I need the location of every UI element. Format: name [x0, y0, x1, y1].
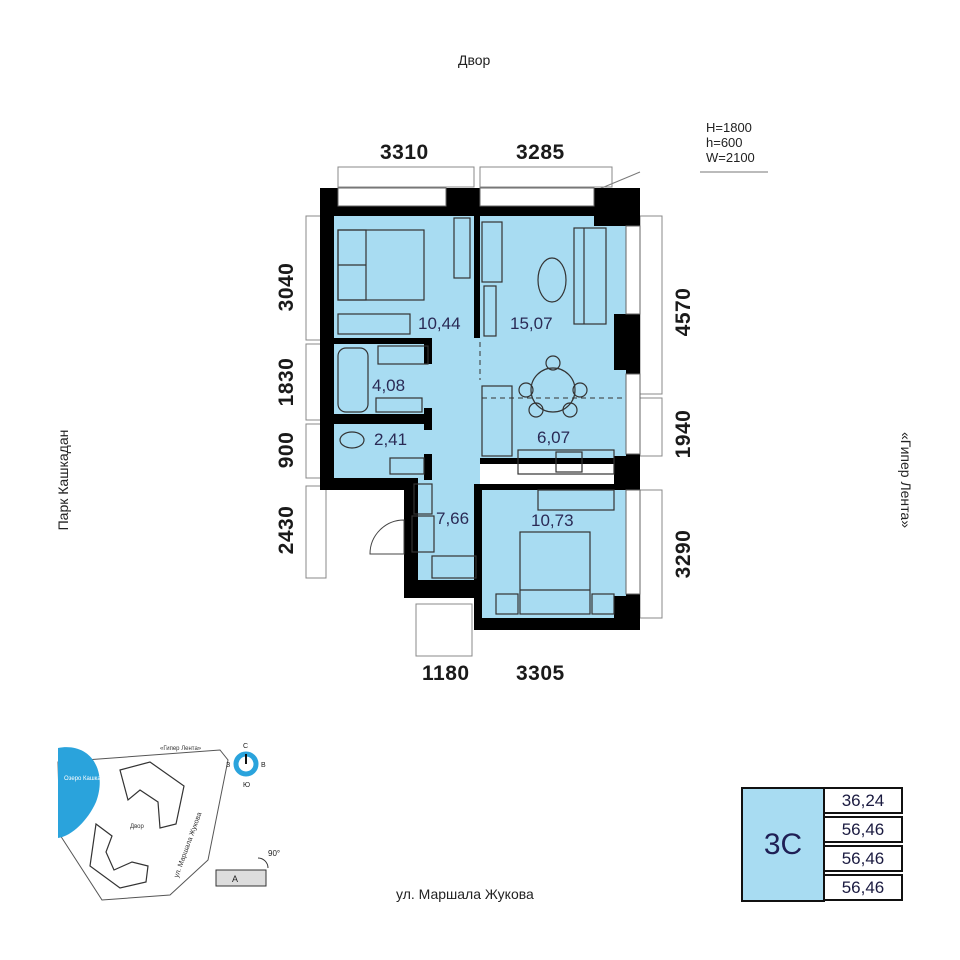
- hall-fill: [416, 480, 480, 580]
- site-angle: 90°: [268, 849, 280, 858]
- site-building: А: [232, 874, 238, 884]
- dim-bottom-left: 1180: [422, 662, 470, 685]
- compass-s: Ю: [243, 782, 250, 789]
- window-width: W=2100: [706, 150, 755, 165]
- label-street: ул. Маршала Жукова: [396, 886, 534, 902]
- dim-right-1: 4570: [672, 287, 695, 337]
- compass-e: В: [261, 762, 266, 769]
- bedroom-1-fill: [334, 214, 474, 344]
- wc-fill: [334, 424, 430, 480]
- dim-left-3: 900: [275, 431, 298, 469]
- site-plan: Озеро Кашкадан «Гипер Лента» Двор ул. Ма…: [57, 743, 280, 901]
- lake-shape: [58, 747, 100, 838]
- living-fill: [480, 214, 626, 342]
- window-spec: H=1800 h=600 W=2100: [706, 120, 755, 165]
- area-hall: 7,66: [436, 509, 469, 528]
- site-lake: Озеро Кашкадан: [64, 776, 111, 782]
- area-bathroom: 4,08: [372, 376, 405, 395]
- dim-left-4: 2430: [275, 505, 298, 555]
- apartment-type: 3С: [741, 787, 825, 902]
- area-living: 15,07: [510, 314, 553, 333]
- site-yard: Двор: [130, 824, 145, 830]
- area-kitchen: 6,07: [537, 428, 570, 447]
- compass-n: С: [243, 743, 248, 750]
- area-living-total: 36,24: [823, 787, 903, 814]
- dim-top-left: 3310: [380, 141, 429, 164]
- area-bedroom-1: 10,44: [418, 314, 461, 333]
- area-total-3: 56,46: [823, 874, 903, 901]
- dim-right-2: 1940: [672, 409, 695, 459]
- zone-lines: [479, 342, 624, 399]
- area-bedroom-2: 10,73: [531, 511, 574, 530]
- windows: [337, 187, 641, 595]
- furniture: [337, 217, 615, 615]
- compass: С Ю З В: [226, 743, 266, 789]
- dim-left-1: 3040: [275, 262, 298, 312]
- building-marker: [215, 869, 267, 887]
- compass-w: З: [226, 762, 230, 769]
- label-yard: Двор: [458, 52, 491, 68]
- area-total: 56,46: [823, 816, 903, 843]
- site-top-road: «Гипер Лента»: [160, 746, 202, 752]
- kitchen-fill: [480, 342, 626, 462]
- dim-top-right: 3285: [516, 141, 565, 164]
- dim-left-2: 1830: [275, 357, 298, 407]
- dim-bottom-right: 3305: [516, 662, 565, 685]
- area-wc: 2,41: [374, 430, 407, 449]
- window-height: H=1800: [706, 120, 752, 135]
- corridor-fill: [430, 338, 480, 498]
- entrance-door: [369, 519, 405, 555]
- dim-right-3: 3290: [672, 529, 695, 579]
- area-total-2: 56,46: [823, 845, 903, 872]
- bathroom-fill: [334, 344, 430, 414]
- bedroom-2-fill: [480, 488, 626, 618]
- window-sill: h=600: [706, 135, 743, 150]
